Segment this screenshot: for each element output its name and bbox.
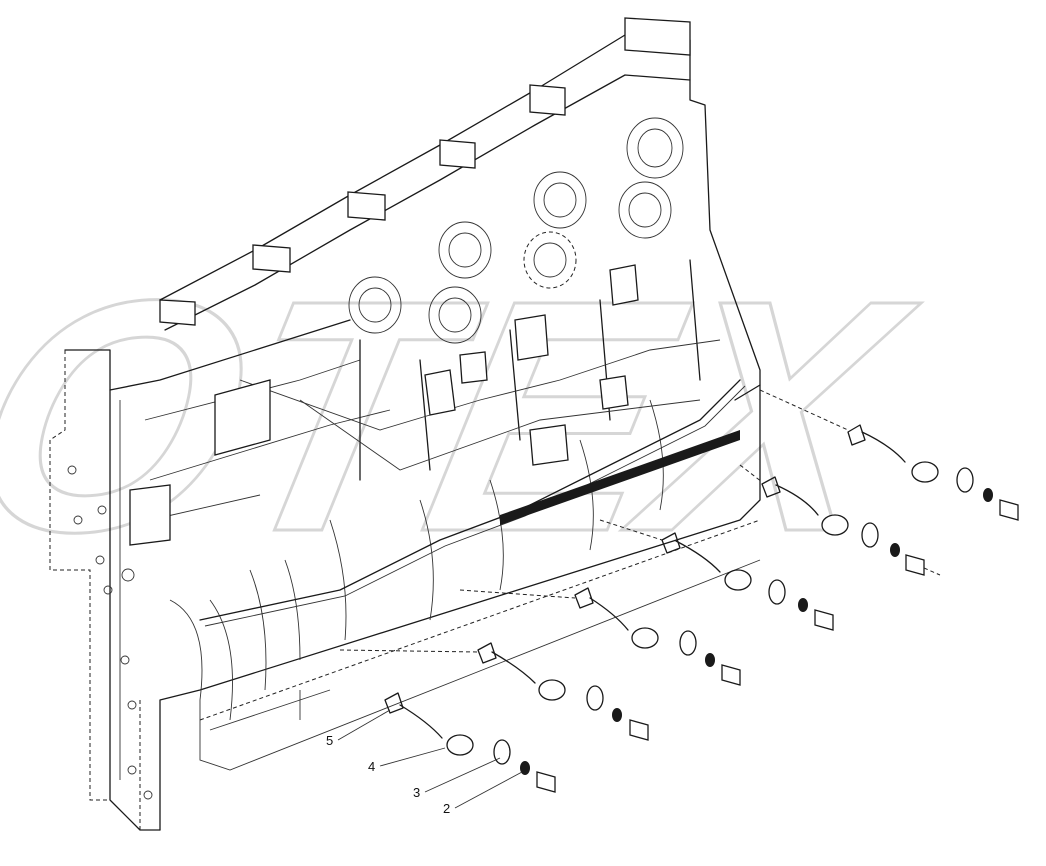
- sensor-assembly: [459, 587, 741, 686]
- sensor-assemblies: [339, 389, 1019, 793]
- sensor-assembly: [759, 389, 1019, 521]
- watermark-text: ОТЕХ: [0, 231, 937, 600]
- callout-3: 3: [413, 785, 420, 800]
- callouts: 5 4 3 2: [326, 709, 523, 816]
- sensor-assembly: [599, 519, 834, 631]
- sensor-assembly: [339, 642, 649, 741]
- callout-4: 4: [368, 759, 375, 774]
- watermark: ОТЕХ: [0, 230, 939, 602]
- sensor-assembly: [384, 692, 556, 793]
- engine-block: [49, 17, 761, 831]
- cam-bores: [348, 117, 684, 344]
- mounting-holes: [67, 465, 153, 800]
- callout-5: 5: [326, 733, 333, 748]
- callout-2: 2: [443, 801, 450, 816]
- sensor-assembly: [739, 464, 941, 576]
